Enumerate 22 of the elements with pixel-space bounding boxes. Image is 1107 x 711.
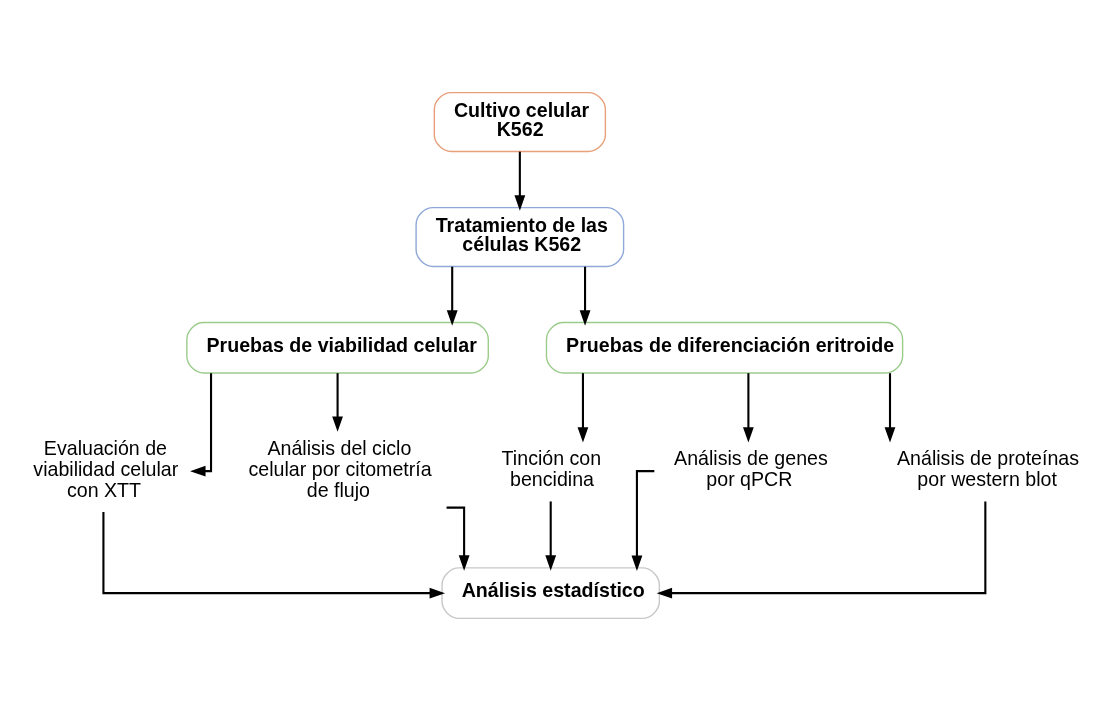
arrow — [631, 470, 655, 572]
node-box: Pruebas de diferenciación eritroide — [545, 321, 904, 374]
node-text: Evaluación de viabilidad celular con XTT — [33, 436, 179, 501]
arrow — [656, 501, 987, 599]
node-box: Cultivo celular K562 — [433, 91, 607, 153]
node-text: Análisis de proteínas por western blot — [897, 447, 1080, 491]
arrow — [446, 266, 458, 326]
node-box: Tratamiento de las células K562 — [415, 206, 625, 268]
arrow — [332, 373, 343, 432]
arrow — [102, 512, 446, 599]
node-box: Pruebas de viabilidad celular — [186, 321, 489, 374]
arrow — [577, 373, 589, 443]
node-text: Análisis del ciclo celular por citometría de flujo — [248, 436, 432, 501]
arrow — [545, 501, 557, 571]
arrow — [514, 151, 526, 211]
arrow — [884, 373, 896, 443]
arrow — [579, 266, 591, 326]
node-box: Análisis estadístico — [441, 567, 661, 620]
arrow — [190, 373, 213, 477]
node-text: Análisis de genes por qPCR — [674, 447, 828, 491]
arrow — [742, 373, 754, 443]
node-text: Tinción con bencidina — [501, 447, 602, 491]
